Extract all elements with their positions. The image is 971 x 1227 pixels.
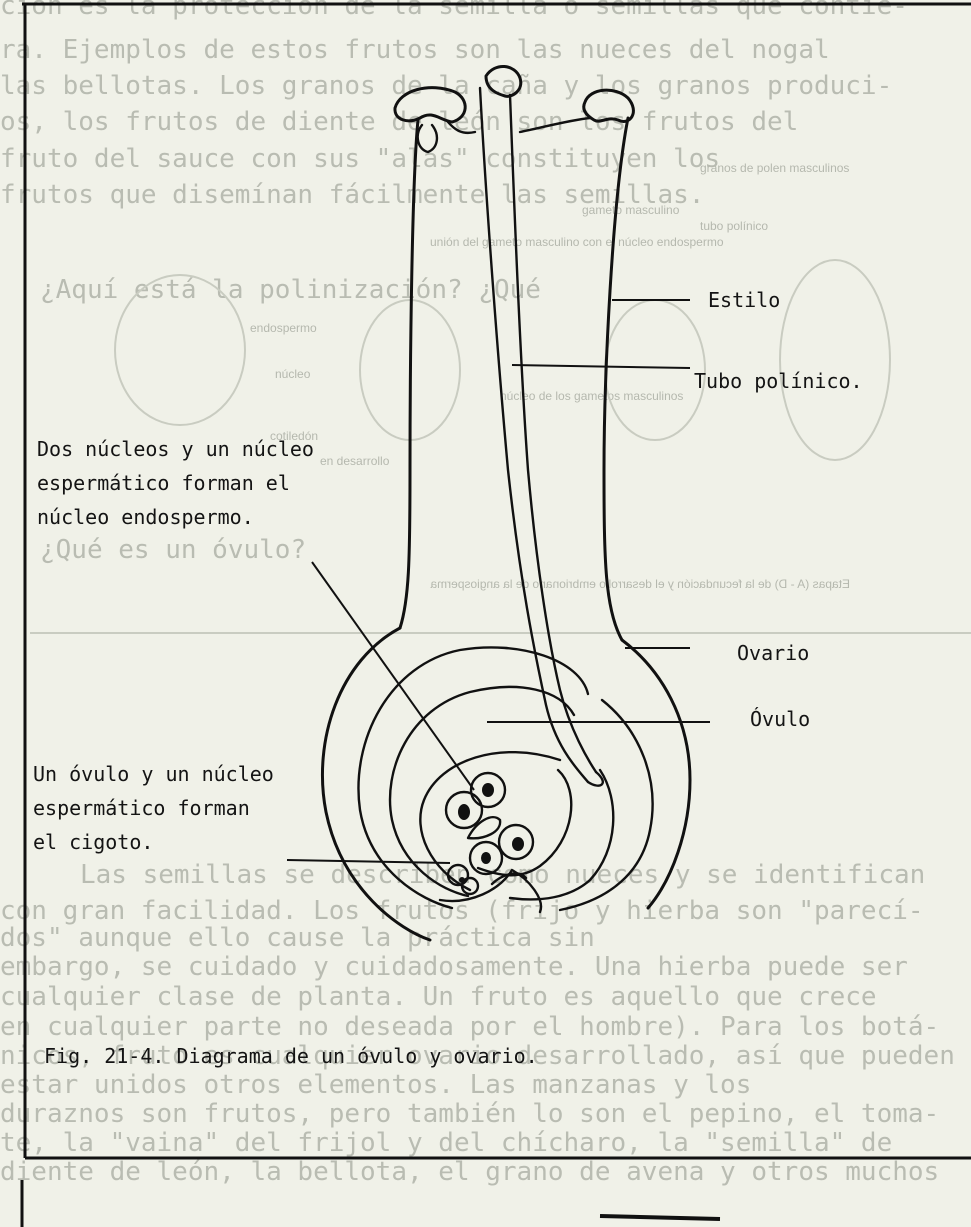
bleed-line: duraznos son frutos, pero también lo son… <box>0 1099 939 1129</box>
sperm-nucleus-upper <box>468 817 500 838</box>
label-dos-nucleos-line-2: espermático forman el <box>37 471 290 495</box>
bleed-diagram-label: tubo polínico <box>700 219 768 233</box>
leader-dos-nucleos <box>312 562 474 790</box>
bleed-diagram-label: unión del gameto masculino con el núcleo… <box>430 235 724 249</box>
label-dos-nucleos-line-3: núcleo endospermo. <box>37 505 254 529</box>
bleed-diagram-label: en desarrollo <box>320 454 390 468</box>
bleed-diagram-label: núcleo <box>275 367 311 381</box>
label-ovario: Ovario <box>737 641 809 665</box>
bleed-line: en cualquier parte no deseada por el hom… <box>0 1012 939 1042</box>
bleed-circle <box>605 300 705 440</box>
bleed-line: las bellotas. Los granos de la caña y lo… <box>0 71 892 101</box>
label-tubo-polinico: Tubo polínico. <box>694 369 863 393</box>
bleed-diagram-label: gameto masculino <box>582 203 680 217</box>
leader-tubo-polinico <box>512 365 690 368</box>
bleed-line: fruto del sauce con sus "alas" constituy… <box>0 144 720 174</box>
label-ovulo: Óvulo <box>750 707 810 731</box>
bleed-line: te, la "vaina" del frijol y del chícharo… <box>0 1128 892 1158</box>
label-un-ovulo-line-2: espermático forman <box>33 796 250 820</box>
bleed-line: ra. Ejemplos de estos frutos son las nue… <box>0 35 830 65</box>
bleed-question: ¿Aquí está la polinización? ¿Qué <box>40 275 541 305</box>
label-estilo: Estilo <box>708 288 780 312</box>
figure-caption: Fig. 21-4. Diagrama de un óvulo y ovario… <box>44 1044 538 1068</box>
bleed-question: ¿Qué es un óvulo? <box>40 535 306 565</box>
bleed-diagram-label: granos de polen masculinos <box>700 161 849 175</box>
polar-nuclei <box>446 773 505 828</box>
pollen-tube-tip <box>588 772 603 786</box>
label-dos-nucleos-line-1: Dos núcleos y un núcleo <box>37 437 314 461</box>
bleed-line: cualquier clase de planta. Un fruto es a… <box>0 982 877 1012</box>
bleed-line: embargo, se cuidado y cuidadosamente. Un… <box>0 952 908 982</box>
bleed-line: estar unidos otros elementos. Las manzan… <box>0 1070 751 1100</box>
bleed-line: os, los frutos de diente de león son los… <box>0 107 798 137</box>
label-un-ovulo-line-3: el cigoto. <box>33 830 153 854</box>
bleed-diagram-label: endospermo <box>250 321 317 335</box>
bleed-line: dos" aunque ello cause la práctica sin <box>0 923 595 953</box>
bleed-diagram-label: núcleo de los gametos masculinos <box>500 389 683 403</box>
bleed-circle <box>780 260 890 460</box>
bleed-line: diente de león, la bellota, el grano de … <box>0 1157 939 1187</box>
ovary-outer-wall <box>322 628 430 940</box>
bleed-caption-mirrored: Etapas (A - D) de la fecundación y el de… <box>430 577 850 591</box>
label-un-ovulo-line-1: Un óvulo y un núcleo <box>33 762 274 786</box>
